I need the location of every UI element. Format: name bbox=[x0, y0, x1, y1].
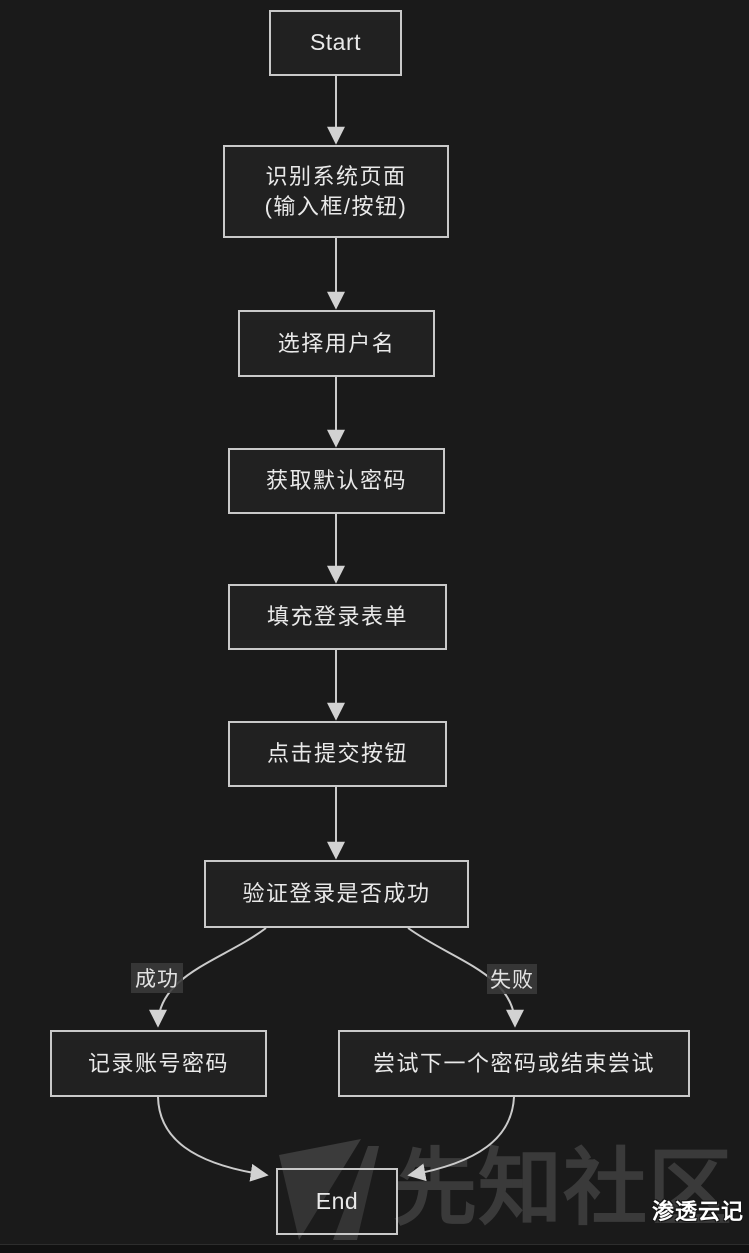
edge-record-to-end bbox=[157, 1096, 269, 1182]
flow-node-start: Start bbox=[269, 10, 402, 76]
edge-label-success-text: 成功 bbox=[135, 968, 179, 991]
edge-try-next-to-end bbox=[407, 1096, 515, 1182]
flow-node-identify-page-label: 识别系统页面 bbox=[265, 163, 407, 189]
edge-label-failure-text: 失败 bbox=[490, 969, 534, 992]
flow-node-select-username: 选择用户名 bbox=[238, 310, 435, 377]
watermark-brand-text: 先知社区 bbox=[393, 1141, 734, 1235]
flow-node-verify-login: 验证登录是否成功 bbox=[204, 860, 469, 928]
flow-node-start-label: Start bbox=[309, 29, 362, 56]
edge-label-failure: 失败 bbox=[487, 964, 537, 994]
flow-node-record-credentials-label: 记录账号密码 bbox=[87, 1050, 229, 1076]
watermark-logo-shape-left bbox=[279, 1139, 361, 1240]
bottom-strip bbox=[0, 1244, 749, 1253]
flow-node-click-submit: 点击提交按钮 bbox=[228, 721, 447, 787]
flow-node-get-default-password: 获取默认密码 bbox=[228, 448, 445, 514]
flow-node-end-label: End bbox=[315, 1187, 359, 1214]
edge-label-success: 成功 bbox=[131, 963, 183, 993]
flow-node-identify-page-sublabel: (输入框/按钮) bbox=[264, 193, 408, 219]
flow-node-try-next-password-label: 尝试下一个密码或结束尝试 bbox=[372, 1050, 655, 1076]
edge-verify-success-to-record bbox=[149, 927, 267, 1028]
flow-node-fill-login-form: 填充登录表单 bbox=[228, 584, 447, 650]
watermark-credit-text: 渗透云记 bbox=[651, 1199, 744, 1224]
flow-node-select-username-label: 选择用户名 bbox=[277, 330, 396, 356]
flow-node-click-submit-label: 点击提交按钮 bbox=[266, 741, 408, 767]
flow-node-record-credentials: 记录账号密码 bbox=[50, 1030, 267, 1097]
flow-node-end: End bbox=[276, 1168, 398, 1235]
flow-node-get-default-password-label: 获取默认密码 bbox=[265, 468, 407, 494]
flow-node-identify-page: 识别系统页面 (输入框/按钮) bbox=[223, 145, 449, 238]
flow-node-fill-login-form-label: 填充登录表单 bbox=[266, 604, 408, 630]
flow-node-try-next-password: 尝试下一个密码或结束尝试 bbox=[338, 1030, 690, 1097]
flow-node-verify-login-label: 验证登录是否成功 bbox=[242, 881, 431, 907]
edge-verify-failure-to-try-next bbox=[407, 927, 524, 1028]
